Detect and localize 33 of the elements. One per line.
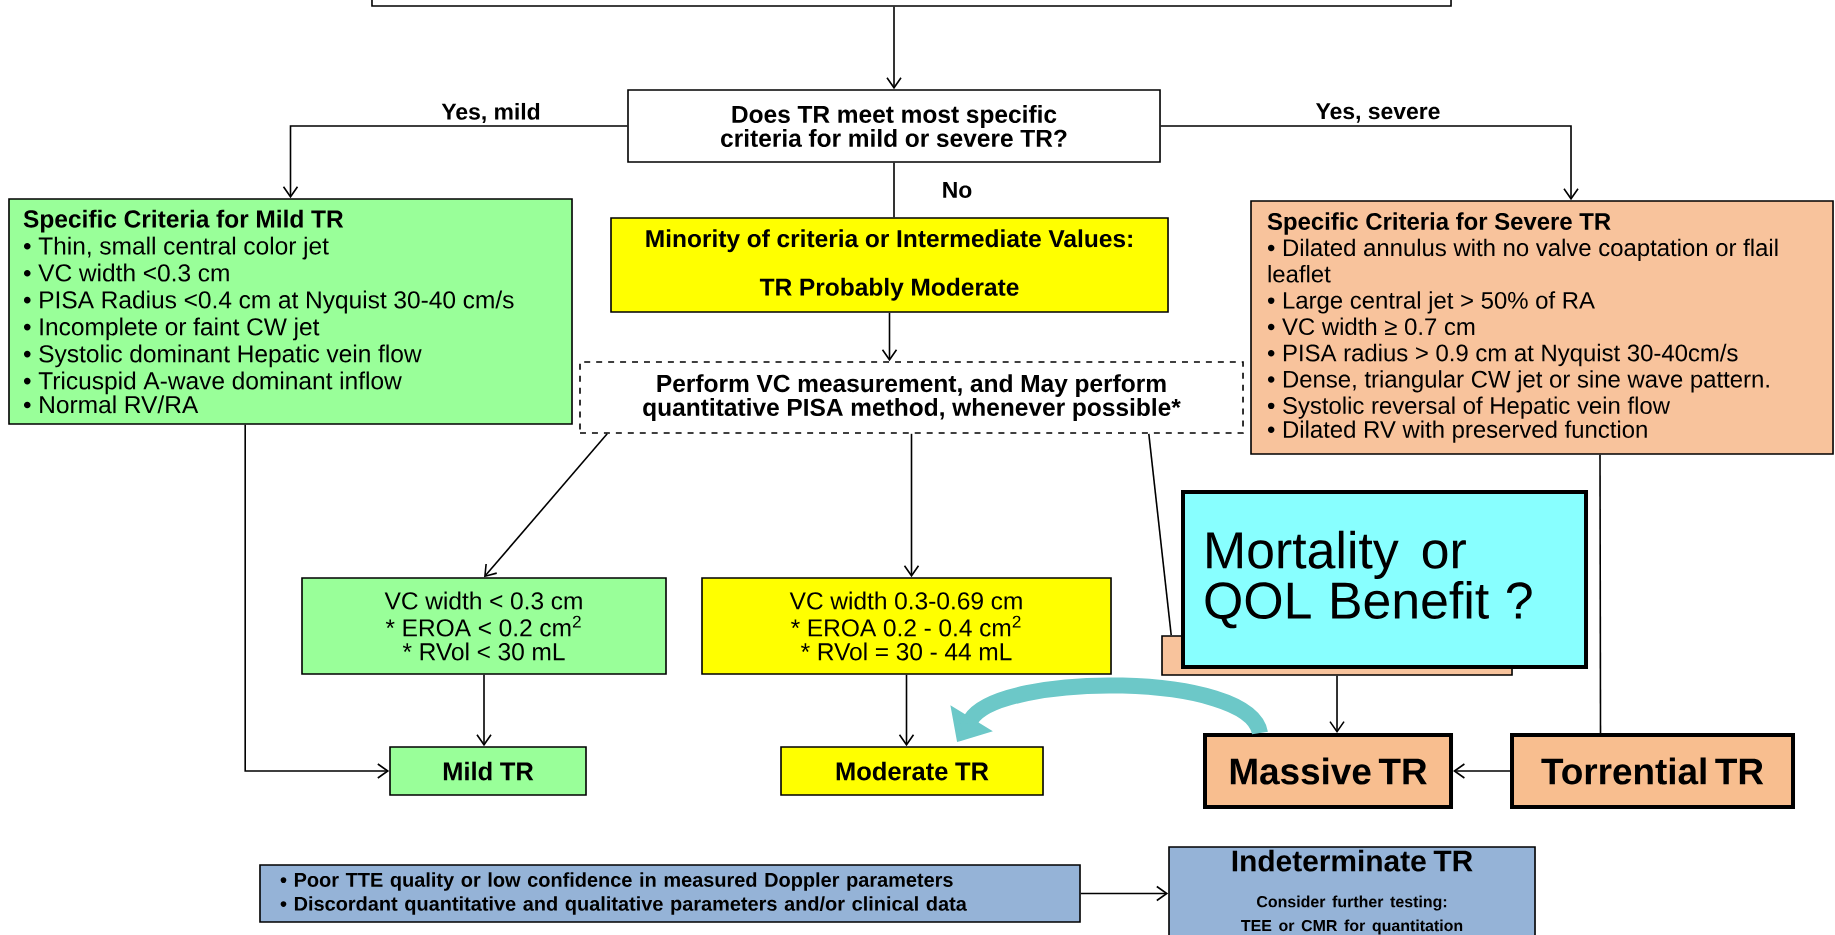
grade-box: Moderate TR	[780, 746, 1044, 796]
grade-box: Torrential TR	[1510, 733, 1795, 809]
arrow	[886, 6, 902, 90]
arrow	[484, 433, 608, 578]
result-box: VC width < 0.3 cm * EROA < 0.2 cm$^{2}$ * RVol < 30 mL	[301, 577, 667, 675]
decision-box: Does TR meet most specific criteria for mild or severe TR?	[627, 89, 1161, 163]
connector-line	[1599, 454, 1602, 734]
criteria-box: Specific Criteria for Severe TR • Dilated annulus with no valve coaptation or flail leaflet • Large central jet > 50% of RA • VC width ≥ 0.7 cm • PISA radius > 0.9 cm at Nyquist 30-40cm/s • Dense, triangular CW jet or sine wave pattern. • Systolic reversal of Hepatic vein flow • Dilated RV with preserved function	[1250, 200, 1834, 455]
note-box: • Poor TTE quality or low confidence in measured Doppler parameters • Discordant quantitative and qualitative parameters and/or clinical data	[259, 864, 1081, 923]
criteria-box: Specific Criteria for Mild TR • Thin, small central color jet • VC width <0.3 cm • PISA Radius <0.4 cm at Nyquist 30-40 cm/s • Incomplete or faint CW jet • Systolic dominant Hepatic vein flow • Tricuspid A-wave dominant inflow • Normal RV/RA	[8, 198, 573, 425]
arrow	[1329, 675, 1345, 733]
connector-line	[1148, 433, 1172, 636]
edge-label: No	[939, 180, 975, 200]
arrow	[282, 125, 628, 199]
connector-line	[893, 162, 895, 218]
process-box: Perform VC measurement, and May perform quantitative PISA method, whenever possible*	[579, 361, 1244, 434]
arrow	[1080, 885, 1169, 902]
edge-label: Yes, severe	[1313, 101, 1443, 125]
arrow	[244, 424, 390, 779]
edge-label: Yes, mild	[439, 100, 543, 126]
arrow	[1160, 125, 1579, 201]
question-box: Mortality or QOL Benefit ?	[1181, 490, 1588, 669]
arrow	[1453, 763, 1511, 779]
process-box	[371, 0, 1452, 7]
arrow	[476, 674, 492, 747]
arrow	[898, 674, 915, 747]
grade-box: Massive TR	[1203, 733, 1453, 809]
arrow	[881, 312, 898, 362]
result-box: Indeterminate TR Consider further testing: TEE or CMR for quantitation	[1168, 846, 1536, 935]
arrow	[903, 433, 920, 578]
result-box: VC width 0.3-0.69 cm * EROA 0.2 - 0.4 cm$^{2}$ * RVol = 30 - 44 mL	[701, 577, 1112, 675]
process-box: Minority of criteria or Intermediate Values: TR Probably Moderate	[610, 217, 1169, 313]
grade-box: Mild TR	[389, 746, 587, 796]
